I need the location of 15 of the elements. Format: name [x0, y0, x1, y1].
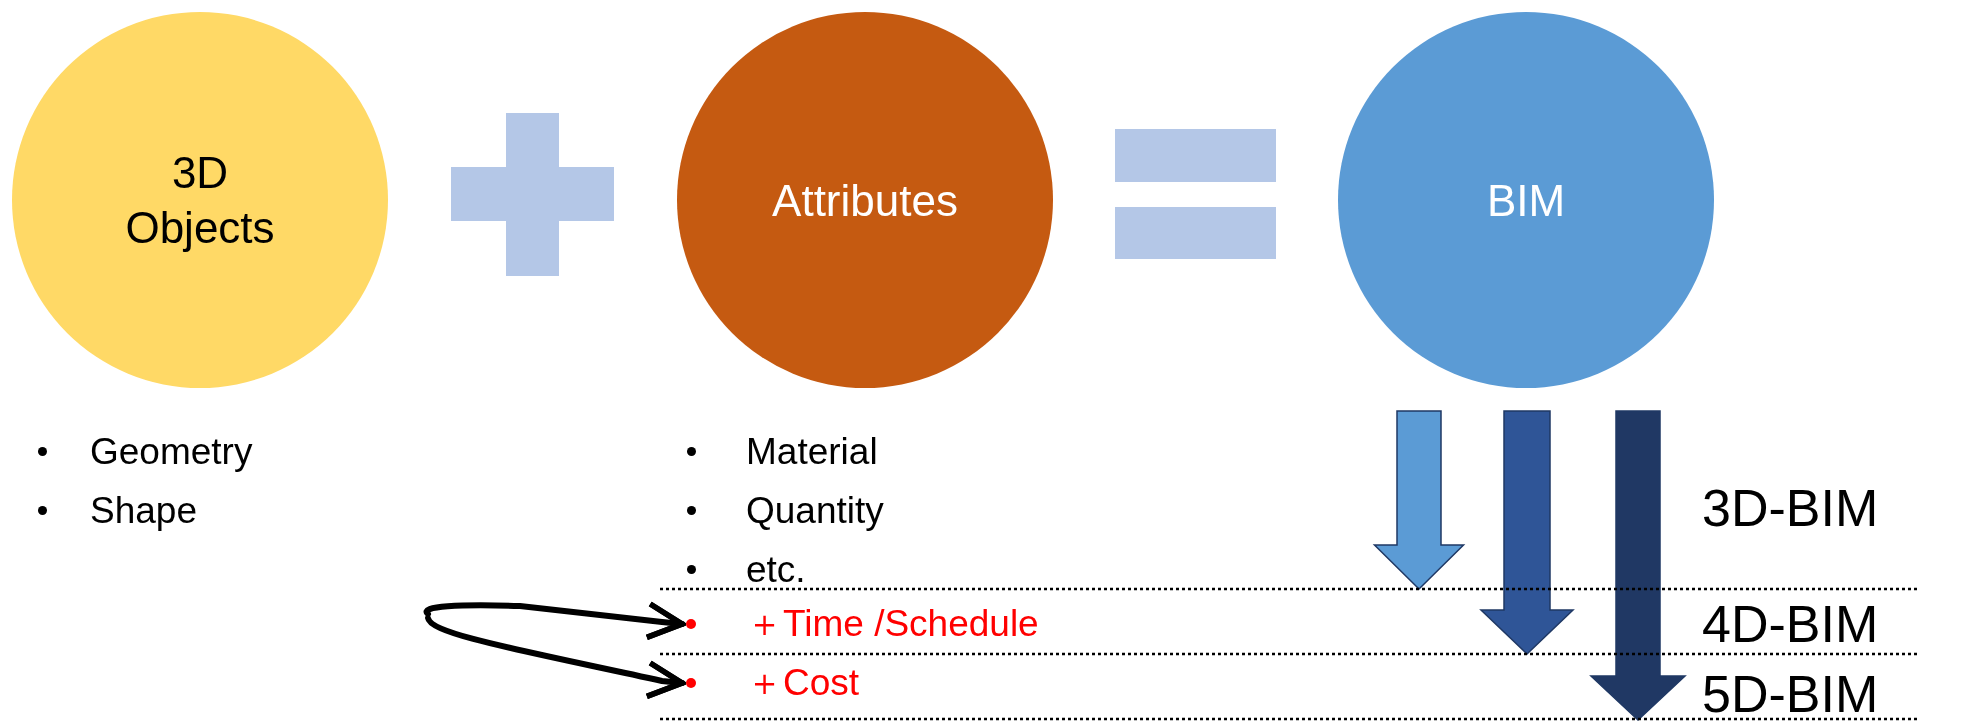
node-label: 3D Objects	[124, 147, 276, 254]
bullet-item: ＋Time /Schedule	[684, 604, 1039, 644]
node-label: Attributes	[772, 174, 958, 227]
bullet-text: Quantity	[746, 492, 884, 529]
node-label: BIM	[1486, 174, 1566, 227]
bullet-text: Shape	[90, 492, 197, 529]
level-label: 4D-BIM	[1702, 598, 1879, 650]
bullet-item: ＋Cost	[684, 663, 860, 703]
arrow	[425, 615, 685, 700]
level-label: 5D-BIM	[1702, 668, 1879, 720]
bullet-text: etc.	[746, 551, 806, 588]
bullet-text: Geometry	[90, 433, 253, 470]
level-label: 3D-BIM	[1702, 482, 1879, 534]
arrow	[423, 601, 685, 641]
bullet-text: Material	[746, 433, 878, 470]
